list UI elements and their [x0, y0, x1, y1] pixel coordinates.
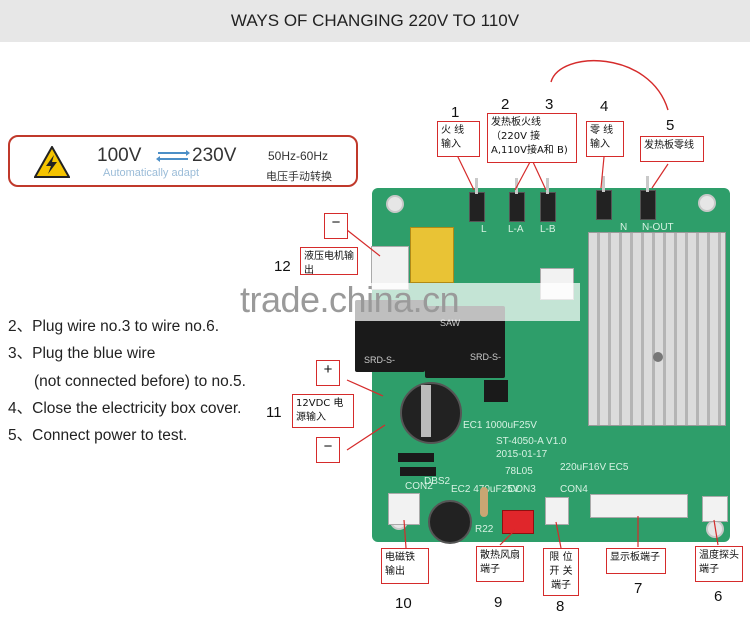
terminal-N — [596, 190, 612, 220]
voltage-badge: 100V 230V Automatically adapt 50Hz-60Hz … — [8, 135, 358, 187]
callout-9-label: 散热风扇端子 — [476, 546, 524, 582]
callout-11-label: 12VDC 电源输入 — [292, 394, 354, 428]
connector-temp-probe — [702, 496, 728, 522]
callout-12-minus: − — [324, 213, 348, 239]
callout-7-label: 显示板端子 — [606, 548, 666, 574]
callout-5-label: 发热板零线 — [640, 136, 704, 162]
switch-arrows-icon — [156, 150, 190, 162]
callout-8-label: 限 位 开 关 端子 — [543, 548, 579, 596]
manual-switch-text: 电压手动转换 — [266, 170, 332, 183]
capacitor-ec1 — [400, 382, 462, 444]
terminal-pin — [515, 178, 518, 194]
connector-con2 — [388, 493, 420, 525]
callout-12-label: 液压电机输出 — [300, 247, 358, 276]
transistor — [484, 380, 508, 402]
ec5-label: 220uF16V EC5 — [560, 462, 629, 473]
capacitor-stripe — [421, 385, 431, 437]
label-r22: R22 — [475, 524, 494, 535]
label-N-OUT: N-OUT — [642, 222, 674, 233]
instruction-steps: 2、Plug wire no.3 to wire no.6. 3、Plug th… — [8, 313, 246, 449]
terminal-N-OUT — [640, 190, 656, 220]
watermark-band — [0, 283, 580, 321]
callout-6-number: 6 — [714, 588, 723, 605]
connector-display — [590, 494, 688, 518]
relay-2-brand: SAW — [440, 318, 461, 328]
callout-10-label: 电磁铁 输出 — [381, 548, 429, 584]
terminal-pin — [602, 176, 605, 192]
label-L-A: L-A — [508, 224, 524, 235]
mount-hole — [386, 195, 404, 213]
connector-con3 — [502, 510, 534, 534]
label-con3: CON3 — [508, 484, 536, 495]
frequency-text: 50Hz-60Hz — [268, 149, 329, 163]
mount-hole — [698, 194, 716, 212]
step-2: 2、Plug wire no.3 to wire no.6. — [8, 318, 220, 335]
callout-4-number: 4 — [600, 98, 609, 115]
high-voltage-warning-icon — [34, 146, 70, 178]
callout-11-minus: − — [316, 437, 340, 463]
board-date: 2015-01-17 — [496, 449, 548, 460]
board-model: ST-4050-A V1.0 — [496, 436, 567, 447]
terminal-pin — [646, 176, 649, 192]
label-N: N — [620, 222, 628, 233]
callout-7-number: 7 — [634, 580, 643, 597]
step-3-continued: (not connected before) to no.5. — [34, 372, 246, 390]
resistor-r22 — [480, 487, 488, 517]
voltage-high: 230V — [192, 145, 237, 166]
callout-9-number: 9 — [494, 594, 503, 611]
ec1-label: EC1 1000uF25V — [463, 420, 537, 431]
callout-4-label: 零 线 输入 — [586, 121, 624, 157]
label-con2: CON2 — [405, 481, 433, 492]
label-L: L — [481, 224, 487, 235]
capacitor-ec2 — [428, 500, 472, 544]
callout-11-plus: + — [316, 360, 340, 386]
label-dbs2: DBS2 — [424, 476, 451, 487]
callout-5-number: 5 — [666, 117, 675, 134]
terminal-pin — [475, 178, 478, 194]
motor-connector — [371, 246, 409, 290]
diode — [398, 453, 434, 462]
connector-con4 — [545, 497, 569, 525]
callout-11-number: 11 — [266, 404, 282, 421]
label-78l05: 78L05 — [505, 466, 533, 477]
title-banner: WAYS OF CHANGING 220V TO 110V — [0, 0, 750, 42]
auto-adapt-text: Automatically adapt — [103, 167, 199, 179]
callout-3-number: 3 — [545, 96, 554, 113]
callout-8-number: 8 — [556, 598, 565, 615]
mount-hole — [706, 520, 724, 538]
callout-1-number: 1 — [451, 104, 460, 121]
callout-1-label: 火 线 输入 — [437, 121, 480, 157]
callout-10-number: 10 — [395, 595, 412, 612]
relay-1-model: SRD-S- — [364, 355, 395, 365]
label-con4: CON4 — [560, 484, 588, 495]
film-capacitor — [410, 227, 454, 283]
terminal-L-B — [540, 192, 556, 222]
callout-6-label: 温度探头端子 — [695, 546, 743, 582]
step-5: 5、Connect power to test. — [8, 427, 188, 445]
callout-3-label: 发热板火线（220V 接A,110V接A和 B) — [487, 113, 577, 163]
callout-12-number: 12 — [274, 258, 291, 275]
terminal-L-A — [509, 192, 525, 222]
heatsink-screw — [653, 352, 663, 362]
step-3: 3、Plug the blue wire — [8, 345, 156, 363]
callout-2-number: 2 — [501, 96, 510, 113]
terminal-L — [469, 192, 485, 222]
diode — [400, 467, 436, 476]
label-L-B: L-B — [540, 224, 556, 235]
watermark-text: trade.china.cn — [240, 279, 460, 320]
voltage-low: 100V — [97, 145, 142, 166]
relay-2-model: SRD-S- — [470, 352, 501, 362]
terminal-pin — [546, 178, 549, 194]
heatsink — [588, 232, 726, 426]
page-title: WAYS OF CHANGING 220V TO 110V — [230, 11, 520, 30]
step-4: 4、Close the electricity box cover. — [8, 399, 242, 417]
